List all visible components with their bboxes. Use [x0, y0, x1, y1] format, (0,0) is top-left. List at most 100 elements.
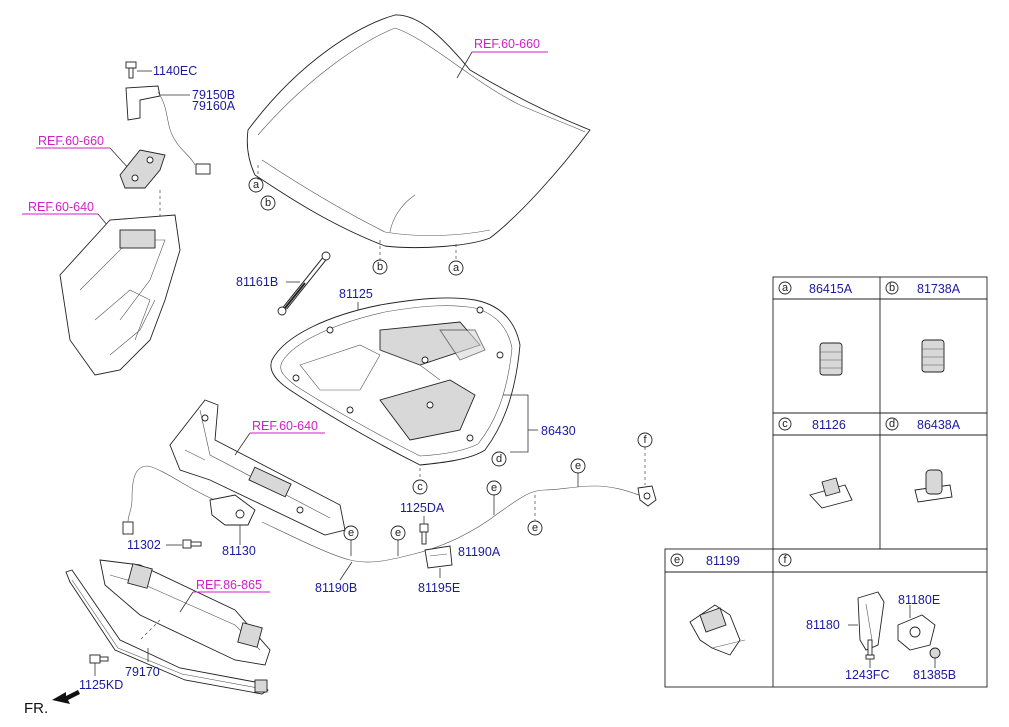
callout-f-handle[interactable]: f	[637, 432, 653, 448]
cable-clip-81199[interactable]	[689, 604, 746, 656]
callout-letter: a	[782, 282, 789, 294]
table-cell-d-header[interactable]: d 86438A	[885, 417, 961, 432]
table-cell-c-header[interactable]: c 81126	[778, 417, 846, 432]
release-cable[interactable]	[261, 485, 643, 563]
label-79170[interactable]: 79170	[125, 665, 160, 679]
callout-letter: e	[395, 527, 401, 539]
hood-panel[interactable]	[246, 14, 591, 249]
callout-a-hood-right[interactable]: a	[448, 260, 464, 276]
label-81180E[interactable]: 81180E	[898, 593, 940, 607]
callout-letter: e	[674, 554, 680, 566]
label-81190A[interactable]: 81190A	[458, 545, 501, 559]
cable-bracket-81195E[interactable]	[424, 545, 453, 569]
label-81161B[interactable]: 81161B	[236, 275, 278, 289]
bumper-lower-strip-79170[interactable]	[65, 569, 269, 695]
callout-e-cable-3[interactable]: e	[486, 480, 502, 496]
release-handle-small[interactable]	[637, 485, 657, 507]
hood-insulator-81125[interactable]	[270, 297, 521, 466]
callout-letter: d	[496, 453, 502, 465]
callout-e-cable-1[interactable]: e	[343, 525, 359, 541]
label-1125KD[interactable]: 1125KD	[79, 678, 123, 692]
label-81180[interactable]: 81180	[806, 618, 840, 632]
table-cell-a-header[interactable]: a 86415A	[778, 281, 853, 296]
label-81195E[interactable]: 81195E	[418, 581, 460, 595]
callout-d-insulator[interactable]: d	[491, 451, 507, 467]
bolt-1125DA[interactable]	[419, 523, 429, 545]
leader-line	[456, 51, 473, 79]
bumper-stopper-86415A[interactable]	[819, 342, 843, 376]
front-direction-label: FR.	[24, 700, 48, 717]
ref-hood-label[interactable]: REF.60-660	[474, 37, 540, 51]
label-81130[interactable]: 81130	[222, 544, 256, 558]
callout-letter: e	[491, 482, 497, 494]
bracket-leader	[503, 394, 529, 453]
callout-letter: e	[575, 460, 581, 472]
ref-left2-label[interactable]: REF.60-640	[28, 200, 94, 214]
clip-86438A[interactable]	[914, 469, 953, 503]
hood-latch-81130[interactable]	[209, 494, 256, 526]
latch-wiring	[127, 465, 216, 523]
callout-letter: d	[889, 418, 895, 430]
wiring-connector[interactable]	[122, 521, 134, 535]
label-81190B[interactable]: 81190B	[315, 581, 357, 595]
callout-letter: e	[348, 527, 354, 539]
leader-line	[339, 561, 353, 581]
callout-letter: e	[532, 522, 538, 534]
release-handle-81180[interactable]	[857, 591, 885, 651]
callout-letter: f	[643, 434, 647, 446]
callout-letter: b	[265, 197, 271, 209]
label-79160A[interactable]: 79160A	[192, 99, 236, 113]
gas-strut-81161B[interactable]	[277, 251, 331, 316]
bolt-11302[interactable]	[182, 539, 202, 549]
hood-switch-sensor[interactable]	[125, 85, 211, 175]
label-11302[interactable]: 11302	[127, 538, 161, 552]
callout-letter: c	[417, 481, 423, 493]
callout-b-hood-center[interactable]: b	[372, 259, 388, 275]
label-81125[interactable]: 81125	[339, 287, 373, 301]
hinge-bracket[interactable]	[119, 149, 166, 189]
parts-table-abcd	[772, 276, 988, 550]
table-cell-f-header[interactable]: f	[778, 553, 792, 567]
code-86438A: 86438A	[917, 418, 961, 432]
table-cell-e-header[interactable]: e 81199	[670, 553, 740, 568]
bolt-1125KD[interactable]	[89, 654, 109, 664]
callout-letter: b	[377, 261, 383, 273]
code-81126: 81126	[812, 418, 846, 432]
fender-apron-structure[interactable]	[59, 214, 181, 376]
callout-letter: a	[253, 179, 260, 191]
front-end-module-carrier[interactable]	[169, 399, 346, 536]
clip-81385B[interactable]	[929, 647, 941, 659]
parts-table-ef	[664, 548, 988, 688]
label-1125DA[interactable]: 1125DA	[400, 501, 445, 515]
code-81199: 81199	[706, 554, 740, 568]
callout-a-hood-left[interactable]: a	[248, 177, 264, 193]
bumper-reinforcement[interactable]	[99, 559, 271, 666]
bumper-stopper-81738A[interactable]	[921, 339, 945, 373]
callout-letter: a	[453, 262, 460, 274]
label-81385B[interactable]: 81385B	[913, 668, 956, 682]
code-81738A: 81738A	[917, 282, 961, 296]
label-1140EC[interactable]: 1140EC	[153, 64, 197, 78]
code-86415A: 86415A	[809, 282, 853, 296]
callout-c-insulator[interactable]: c	[412, 479, 428, 495]
ref-bottom-label[interactable]: REF.86-865	[196, 578, 262, 592]
leader-line	[179, 591, 194, 613]
callout-b-hood-left[interactable]: b	[260, 195, 276, 211]
callout-e-cable-4[interactable]: e	[527, 520, 543, 536]
callout-letter: b	[889, 282, 895, 294]
callout-e-cable-5[interactable]: e	[570, 458, 586, 474]
label-86430[interactable]: 86430	[541, 424, 576, 438]
table-cell-b-header[interactable]: b 81738A	[885, 281, 961, 296]
leader-line	[234, 432, 251, 456]
ref-left1-label[interactable]: REF.60-660	[38, 134, 104, 148]
dash-leader	[139, 619, 161, 641]
handle-housing-81180E[interactable]	[897, 614, 936, 651]
ref-center-label[interactable]: REF.60-640	[252, 419, 318, 433]
front-arrow-icon	[52, 690, 80, 704]
label-1243FC[interactable]: 1243FC	[845, 668, 889, 682]
callout-e-cable-2[interactable]: e	[390, 525, 406, 541]
label-79150B[interactable]: 79150B	[192, 88, 235, 102]
clip-81126[interactable]	[809, 477, 853, 509]
bolt-1140EC[interactable]	[125, 61, 137, 79]
